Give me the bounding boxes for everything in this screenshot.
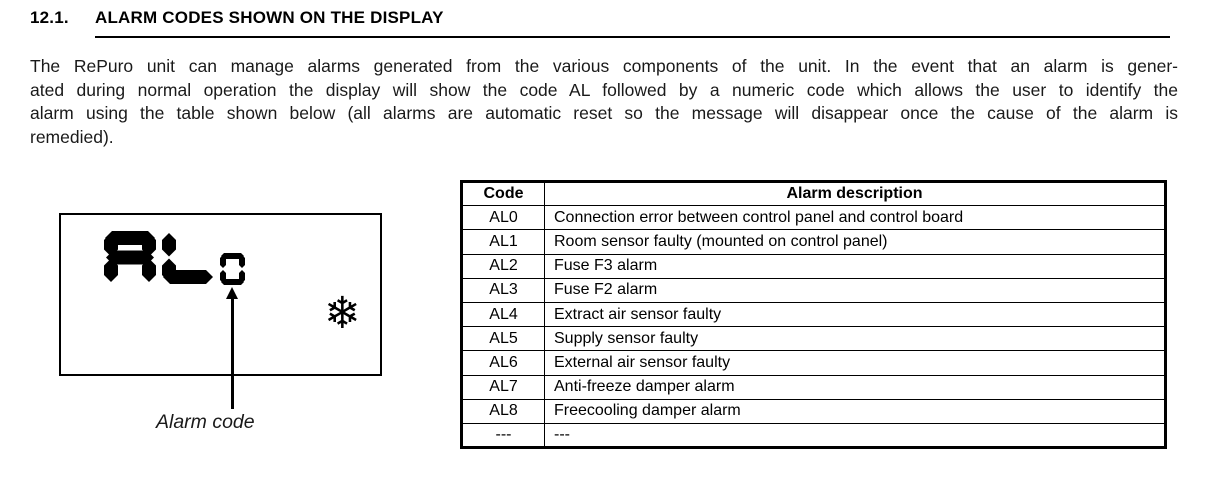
arrow-head bbox=[226, 287, 238, 299]
alarm-description-cell: Freecooling damper alarm bbox=[544, 398, 1166, 424]
alarm-description-cell: Fuse F3 alarm bbox=[544, 253, 1166, 279]
table-header-row: Code Alarm description bbox=[461, 180, 1166, 207]
alarm-code-cell: AL5 bbox=[461, 326, 545, 352]
alarm-code-cell: AL2 bbox=[461, 253, 545, 279]
paragraph-line: The RePuro unit can manage alarms genera… bbox=[30, 56, 1178, 76]
seven-segment-char bbox=[162, 233, 213, 284]
arrow-line bbox=[231, 298, 234, 409]
alarm-code-cell: AL0 bbox=[461, 205, 545, 231]
section-heading: 12.1. ALARM CODES SHOWN ON THE DISPLAY bbox=[30, 8, 1170, 38]
alarm-code-cell: AL6 bbox=[461, 350, 545, 376]
alarm-description-cell: --- bbox=[544, 422, 1166, 449]
paragraph-line: remedied). bbox=[30, 126, 114, 147]
section-title: ALARM CODES SHOWN ON THE DISPLAY bbox=[95, 8, 1170, 38]
description-column-header: Alarm description bbox=[544, 180, 1166, 207]
paragraph-line: alarm using the table shown below (all a… bbox=[30, 103, 1178, 124]
alarm-code-cell: AL3 bbox=[461, 277, 545, 303]
alarm-code-cell: AL1 bbox=[461, 229, 545, 255]
display-code-small bbox=[220, 253, 245, 285]
alarm-description-cell: External air sensor faulty bbox=[544, 350, 1166, 376]
alarm-description-cell: Fuse F2 alarm bbox=[544, 277, 1166, 303]
alarm-description-cell: Supply sensor faulty bbox=[544, 326, 1166, 352]
seven-segment-char bbox=[220, 253, 245, 285]
figure-caption: Alarm code bbox=[156, 411, 255, 433]
intro-paragraph: The RePuro unit can manage alarms genera… bbox=[30, 55, 1178, 149]
seven-segment-char bbox=[104, 231, 156, 282]
code-column-header: Code bbox=[461, 180, 545, 207]
alarm-code-cell: AL7 bbox=[461, 374, 545, 400]
alarm-code-cell: --- bbox=[461, 422, 545, 449]
paragraph-line: ated during normal operation the display… bbox=[30, 79, 1178, 100]
alarm-code-cell: AL8 bbox=[461, 398, 545, 424]
section-number: 12.1. bbox=[30, 8, 69, 27]
display-code-large bbox=[104, 231, 254, 284]
display-char bbox=[104, 231, 156, 289]
alarm-code-cell: AL4 bbox=[461, 301, 545, 328]
table-row: ------ bbox=[461, 422, 1166, 449]
display-char bbox=[162, 231, 214, 289]
alarm-description-cell: Room sensor faulty (mounted on control p… bbox=[544, 229, 1166, 255]
alarm-description-cell: Anti-freeze damper alarm bbox=[544, 374, 1166, 400]
snowflake-icon: ❄ bbox=[324, 288, 361, 339]
alarm-description-cell: Extract air sensor faulty bbox=[544, 301, 1166, 328]
alarm-description-cell: Connection error between control panel a… bbox=[544, 205, 1166, 231]
